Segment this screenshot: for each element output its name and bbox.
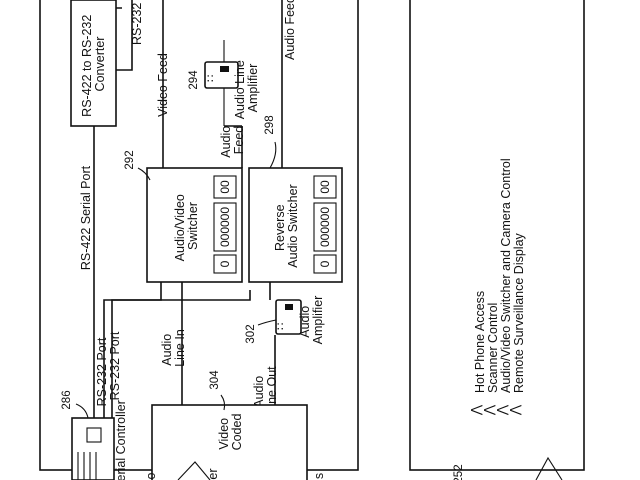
partial-symbol [177, 461, 211, 480]
partial-s: s [312, 473, 326, 479]
serial-controller-leads [77, 452, 97, 480]
av-display-zero-text: 0 [218, 260, 232, 267]
rev-display-dz [313, 175, 337, 199]
legend-arrow-2: ⋀ [482, 404, 496, 416]
ref-294: 294 [188, 70, 200, 90]
av-display-zero [213, 254, 237, 274]
reverse-switcher-block [248, 167, 343, 283]
amp-294-dots: ∷ [205, 75, 217, 82]
legend-item-1: Hot Phone Access [473, 291, 487, 393]
rs422-serial-port-label: RS-422 Serial Port [79, 165, 93, 270]
audio-line-amplifier-label: Audio Line Amplifier [233, 57, 260, 120]
legend-arrow-3: ⋀ [495, 404, 509, 416]
ref-292-leader [137, 167, 151, 181]
rev-display-digits-text: 000000 [318, 207, 332, 247]
rs232-top-label: RS-232 Co [130, 0, 144, 45]
ref-302-leader [257, 319, 277, 326]
av-display-dz [213, 175, 237, 199]
rs232-port-label-2: RS-232 Port [108, 331, 122, 400]
legend-list: ⋀ Hot Phone Access ⋀ Scanner Control ⋀ A… [469, 158, 526, 416]
converter-block [70, 0, 117, 127]
amp-302-body [275, 299, 302, 335]
av-switcher-block [146, 167, 243, 283]
rev-display-digits [313, 202, 337, 252]
reverse-switcher-label: Reverse Audio Switcher [273, 184, 300, 267]
amp-294-body [204, 61, 239, 89]
ref-286: 286 [61, 390, 73, 409]
converter-label-line2: Converter [93, 37, 107, 92]
legend-arrow-4: ⋀ [508, 404, 522, 416]
video-coded-block [151, 404, 308, 480]
legend-arrow-mark [535, 456, 563, 480]
av-display-digits [213, 202, 237, 252]
rev-display-zero-text: 0 [318, 260, 332, 267]
amp-302-dots: ∷ [275, 323, 287, 330]
ref-298: 298 [264, 115, 276, 134]
ref-304: 304 [209, 370, 221, 390]
converter-label-line1: RS-422 to RS-232 [80, 15, 94, 117]
converter-label: RS-422 to RS-232 Converter [80, 11, 107, 117]
audio-feed-label: Audio Feed [219, 122, 246, 157]
ref-292: 292 [124, 150, 136, 169]
ref-252: 252 [453, 464, 465, 480]
amp-294-knob [220, 66, 229, 72]
legend-item-2: Scanner Control [486, 303, 500, 393]
video-coded-label: Video Coded [217, 414, 244, 451]
audio-line-out-line [269, 282, 276, 405]
audio-feed-line [224, 125, 243, 168]
amp-302-knob [285, 304, 293, 310]
serial-controller-chip [86, 427, 102, 443]
audio-feed-top-label: Audio Feed [283, 0, 297, 60]
partial-er: er [206, 468, 220, 479]
legend-arrow-1: ⋀ [469, 404, 483, 416]
serial-controller-label: Serial Controller [114, 400, 128, 480]
audio-amplifier-label: Audio Amplifier [298, 296, 325, 345]
ref-302: 302 [245, 324, 257, 343]
rs232-port-line-2 [111, 282, 251, 420]
rs232-output-line [116, 0, 133, 71]
legend-frame [409, 0, 585, 471]
ref-286-leader [75, 403, 89, 419]
audio-line-in-label: Audio Line In [160, 329, 187, 367]
av-display-digits-text: 000000 [218, 207, 232, 247]
rev-display-zero [313, 254, 337, 274]
legend-item-4: Remote Surveillance Display [512, 232, 526, 393]
rs232-port-label-1: RS-232 Port [95, 337, 109, 406]
audio-line-out-label: Audio Line Out [252, 366, 279, 414]
ref-304-leader [220, 394, 226, 411]
legend-item-3: Audio/Video Switcher and Camera Control [499, 158, 513, 393]
av-switcher-label: Audio/Video Switcher [173, 191, 200, 262]
rev-display-dz-text: 00 [318, 180, 332, 194]
video-feed-label: Video Feed [156, 53, 170, 117]
ref-298-leader [269, 141, 277, 169]
av-display-dz-text: 00 [218, 180, 232, 194]
partial-o: o [144, 472, 158, 479]
